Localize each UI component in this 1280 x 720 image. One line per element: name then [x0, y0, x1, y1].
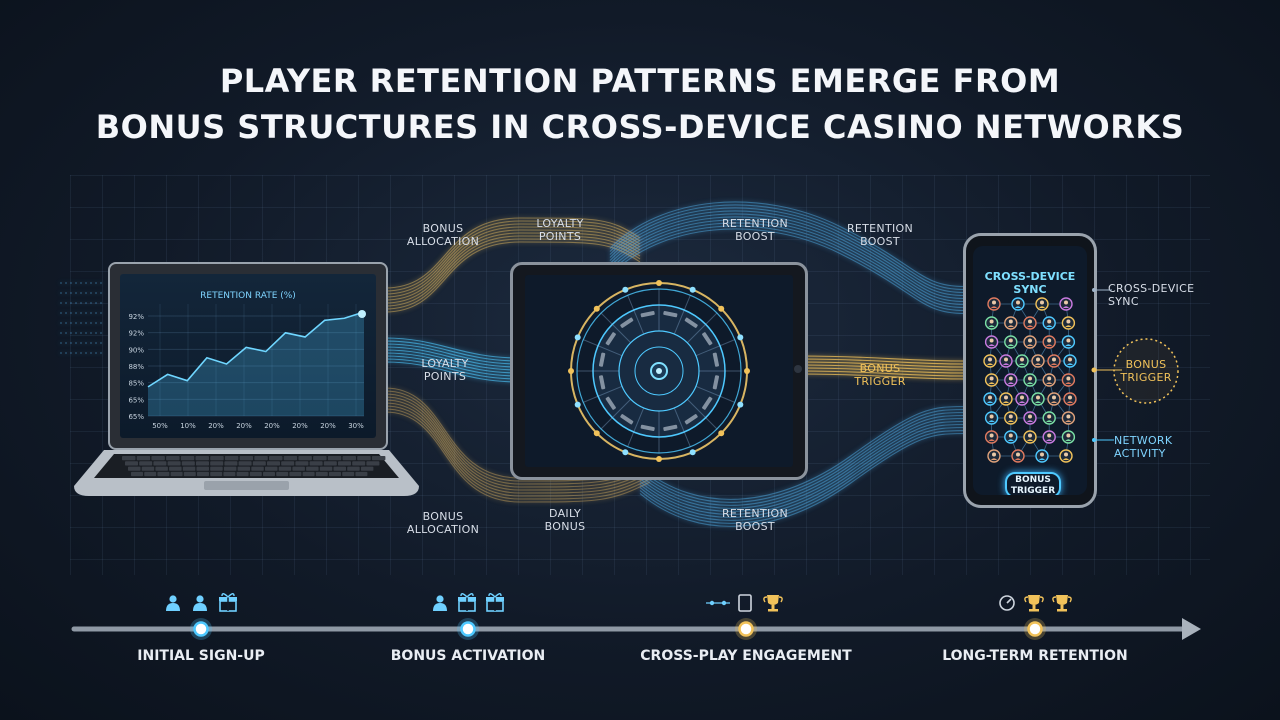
device-link-icon	[706, 600, 730, 606]
smartphone: CROSS-DEVICE SYNC BONUS TRIGGER	[963, 233, 1097, 508]
timeline-node	[460, 621, 476, 637]
label-bonus-allocation-top: BONUS ALLOCATION	[406, 222, 480, 248]
y-tick-label: 65%	[128, 396, 144, 404]
wheel-light	[593, 430, 600, 437]
laptop-keyboard	[74, 450, 419, 496]
y-tick-label: 92%	[128, 313, 144, 321]
tablet	[510, 262, 808, 480]
wheel-light	[718, 305, 725, 312]
x-tick-label: 50%	[152, 422, 168, 430]
stage-cross-play-engagement: CROSS-PLAY ENGAGEMENT	[640, 648, 852, 664]
wheel-light	[744, 368, 750, 374]
bonus-wheel	[568, 280, 750, 462]
gift-icon	[458, 593, 476, 612]
timeline-node	[738, 621, 754, 637]
user-icon	[166, 595, 180, 611]
bonus-trigger-button[interactable]: BONUS TRIGGER	[1005, 472, 1061, 495]
trophy-icon	[1052, 595, 1072, 612]
retention-area	[148, 312, 364, 416]
stage-initial-sign-up: INITIAL SIGN-UP	[137, 648, 265, 664]
label-bonus-trigger-mid: BONUS TRIGGER	[854, 362, 906, 388]
title-line-1: PLAYER RETENTION PATTERNS EMERGE FROM	[219, 62, 1061, 100]
retention-rate-chart: RETENTION RATE (%) 92% 92% 90% 88% 85% 65% 65% 5…	[128, 291, 366, 430]
x-tick-label: 20%	[292, 422, 308, 430]
trophy-icon	[763, 595, 783, 612]
y-tick-label: 85%	[128, 380, 144, 388]
wheel-light	[622, 286, 629, 293]
laptop-screen: RETENTION RATE (%) 92% 92% 90% 88% 85% 65% 65% 5…	[120, 274, 376, 438]
phone-sync-header: CROSS-DEVICE SYNC	[984, 270, 1076, 296]
gift-icon	[219, 593, 237, 612]
label-network-activity: NETWORK ACTIVITY	[1114, 434, 1173, 460]
gift-icon	[486, 593, 504, 612]
x-tick-label: 20%	[264, 422, 280, 430]
wheel-light	[622, 449, 629, 456]
wheel-light	[656, 456, 662, 462]
label-retention-boost-top-2: RETENTION BOOST	[846, 222, 914, 248]
medal-icon	[999, 595, 1015, 611]
retention-endpoint	[358, 310, 366, 318]
user-icon	[193, 595, 207, 611]
wheel-light	[718, 430, 725, 437]
wheel-light	[574, 401, 581, 408]
chart-title: RETENTION RATE (%)	[200, 291, 296, 301]
laptop: RETENTION RATE (%) 92% 92% 90% 88% 85% 65% 65% 5…	[108, 262, 388, 450]
y-tick-label: 65%	[128, 413, 144, 421]
wheel-light	[689, 449, 696, 456]
label-bonus-allocation-bottom: BONUS ALLOCATION	[406, 510, 480, 536]
phone-screen: CROSS-DEVICE SYNC BONUS TRIGGER	[973, 246, 1087, 495]
x-tick-label: 20%	[208, 422, 224, 430]
label-cross-device-sync: CROSS-DEVICE SYNC	[1108, 282, 1195, 308]
retention-line	[147, 311, 365, 388]
y-tick-label: 88%	[128, 363, 144, 371]
wheel-light	[568, 368, 574, 374]
stage-long-term-retention: LONG-TERM RETENTION	[942, 648, 1128, 664]
wheel-light	[574, 334, 581, 341]
y-tick-label: 92%	[128, 330, 144, 338]
x-tick-label: 20%	[320, 422, 336, 430]
tablet-home-button	[794, 365, 802, 373]
x-tick-label: 10%	[180, 422, 196, 430]
x-tick-label: 30%	[348, 422, 364, 430]
label-daily-bonus: DAILY BONUS	[544, 507, 586, 533]
phone-notch	[1008, 238, 1052, 246]
y-tick-label: 90%	[128, 346, 144, 354]
wheel-light	[656, 280, 662, 286]
stage-bonus-activation: BONUS ACTIVATION	[390, 648, 546, 664]
timeline-node	[1027, 621, 1043, 637]
label-loyalty-points-top: LOYALTY POINTS	[536, 217, 584, 243]
tablet-screen	[525, 275, 793, 467]
label-retention-boost-bottom: RETENTION BOOST	[721, 507, 789, 533]
title-line-2: BONUS STRUCTURES IN CROSS-DEVICE CASINO …	[95, 108, 1185, 146]
player-network	[983, 297, 1077, 463]
wheel-light	[593, 305, 600, 312]
user-icon	[433, 595, 447, 611]
wheel-light	[737, 401, 744, 408]
trophy-icon	[1024, 595, 1044, 612]
x-tick-label: 20%	[236, 422, 252, 430]
wheel-light	[689, 286, 696, 293]
wheel-light	[737, 334, 744, 341]
label-loyalty-points-mid: LOYALTY POINTS	[421, 357, 469, 383]
page-title: PLAYER RETENTION PATTERNS EMERGE FROM BO…	[0, 58, 1280, 150]
bonus-trigger-label: BONUS TRIGGER	[1010, 475, 1056, 495]
label-bonus-trigger-side: BONUS TRIGGER	[1120, 358, 1172, 384]
tablet-icon	[738, 594, 752, 612]
timeline-node	[193, 621, 209, 637]
label-retention-boost-top-1: RETENTION BOOST	[721, 217, 789, 243]
